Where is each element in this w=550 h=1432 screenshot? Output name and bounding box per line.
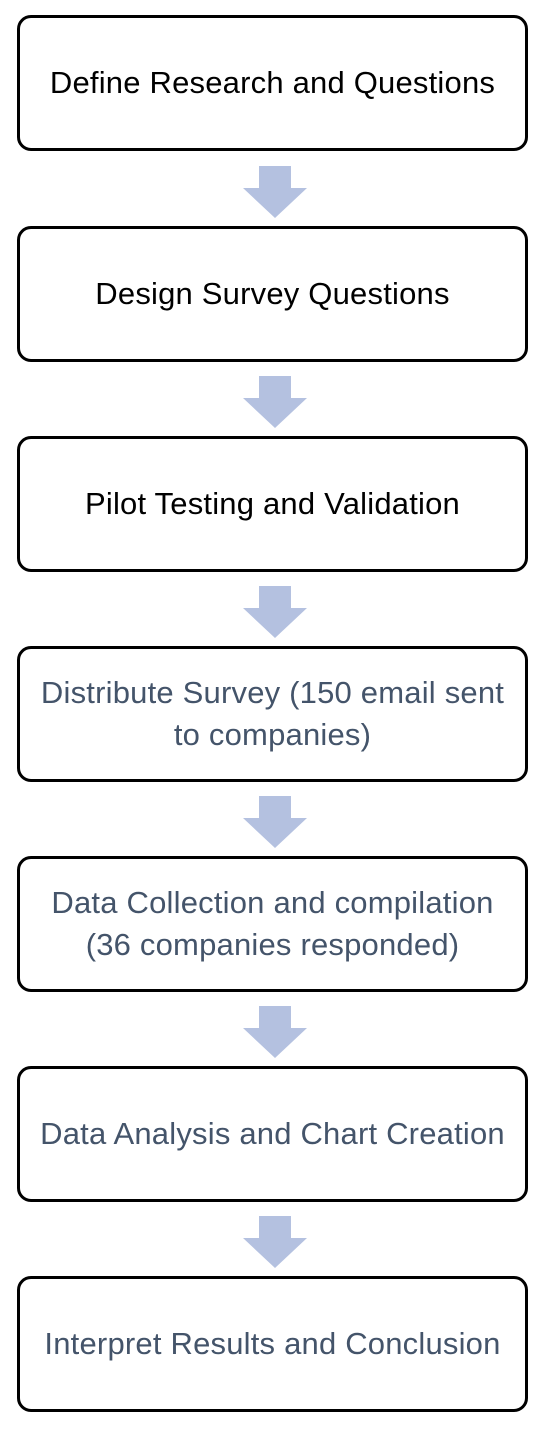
- down-arrow-icon: [243, 1216, 307, 1268]
- down-arrow-icon: [243, 586, 307, 638]
- down-arrow-icon: [243, 166, 307, 218]
- step-label: Distribute Survey (150 email sent to com…: [40, 675, 505, 752]
- step-label: Define Research and Questions: [49, 65, 496, 100]
- step-design-survey: Design Survey Questions: [17, 226, 528, 362]
- step-distribute-survey: Distribute Survey (150 email sent to com…: [17, 646, 528, 782]
- step-interpret-results: Interpret Results and Conclusion: [17, 1276, 528, 1412]
- step-label: Pilot Testing and Validation: [85, 486, 460, 521]
- step-data-analysis: Data Analysis and Chart Creation: [17, 1066, 528, 1202]
- step-label: Interpret Results and Conclusion: [44, 1326, 501, 1361]
- step-label: Data Analysis and Chart Creation: [40, 1116, 505, 1151]
- step-label: Data Collection and compilation (36 comp…: [51, 885, 494, 962]
- down-arrow-icon: [243, 796, 307, 848]
- step-label: Design Survey Questions: [95, 276, 450, 311]
- step-pilot-testing: Pilot Testing and Validation: [17, 436, 528, 572]
- step-data-collection: Data Collection and compilation (36 comp…: [17, 856, 528, 992]
- step-define-research: Define Research and Questions: [17, 15, 528, 151]
- down-arrow-icon: [243, 376, 307, 428]
- down-arrow-icon: [243, 1006, 307, 1058]
